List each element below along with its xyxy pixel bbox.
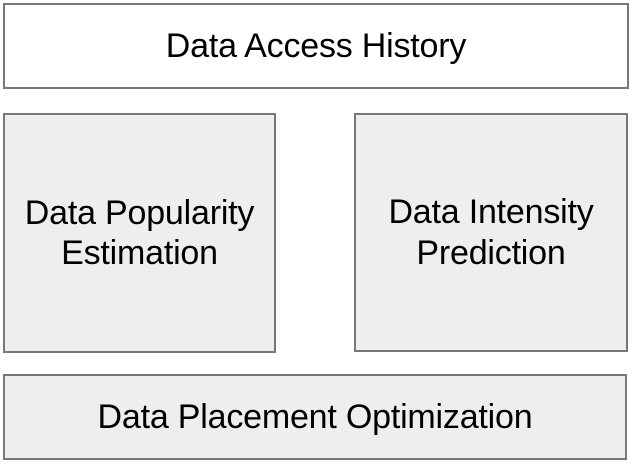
node-data-intensity-prediction[interactable]: Data Intensity Prediction bbox=[354, 113, 628, 352]
node-data-popularity-estimation[interactable]: Data Popularity Estimation bbox=[3, 113, 276, 353]
node-data-popularity-estimation-label: Data Popularity Estimation bbox=[24, 193, 255, 272]
node-data-placement-optimization[interactable]: Data Placement Optimization bbox=[3, 374, 627, 460]
node-data-intensity-prediction-label: Data Intensity Prediction bbox=[388, 193, 594, 272]
node-data-placement-optimization-label: Data Placement Optimization bbox=[97, 397, 533, 436]
node-data-access-history[interactable]: Data Access History bbox=[3, 3, 629, 89]
node-data-access-history-label: Data Access History bbox=[165, 26, 467, 65]
